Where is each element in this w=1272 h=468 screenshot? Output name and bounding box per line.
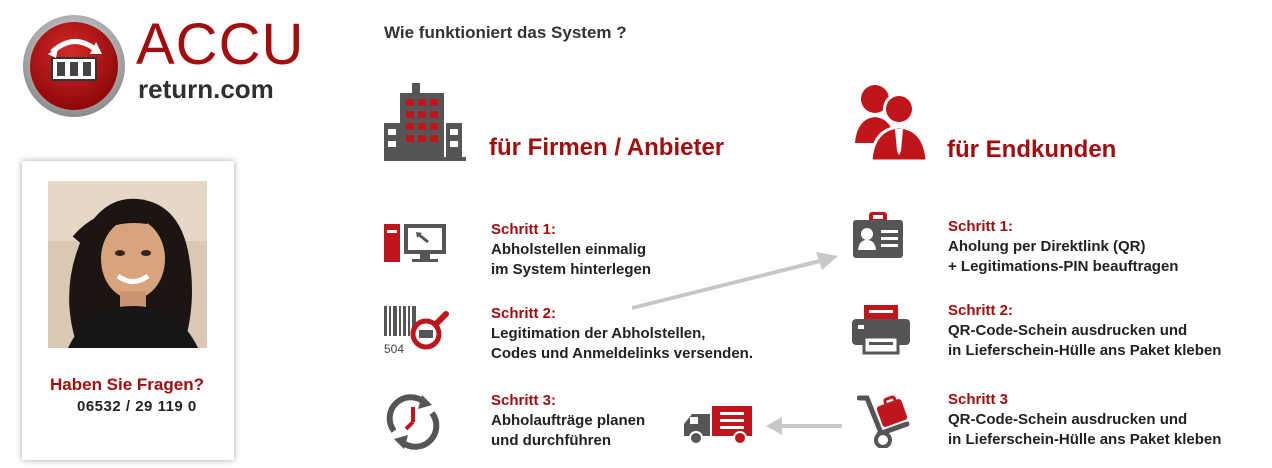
step-line: QR-Code-Schein ausdrucken und — [948, 411, 1188, 428]
computer-icon — [384, 222, 448, 264]
delivery-truck-icon — [684, 404, 754, 446]
step-line: im System hinterlegen — [491, 261, 652, 278]
building-icon — [384, 83, 466, 163]
logo-badge — [22, 14, 126, 118]
step-line: Abholstellen einmalig — [491, 241, 647, 258]
logo-domain-text: return.com — [138, 74, 274, 104]
barcode-number: 504 — [384, 342, 404, 356]
section-title-companies: für Firmen / Anbieter — [489, 134, 725, 161]
step-line: Codes und Anmeldelinks versenden. — [491, 345, 754, 362]
hand-truck-icon — [857, 394, 913, 448]
contact-question: Haben Sie Fragen? — [50, 375, 204, 394]
page-title: Wie funktioniert das System ? — [384, 23, 627, 42]
contact-phone[interactable]: 06532 / 29 119 0 — [77, 398, 197, 415]
flow-arrow-left — [764, 414, 844, 438]
business-people-icon — [853, 81, 929, 163]
logo-brand-text: ACCU — [136, 12, 305, 77]
customer-step-2: Schritt 2: QR-Code-Schein ausdrucken und… — [948, 301, 1221, 361]
step-title: Schritt 2: — [491, 305, 557, 322]
step-title: Schritt 2: — [948, 302, 1014, 319]
step-line: + Legitimations-PIN beauftragen — [948, 258, 1179, 275]
logo-recycle-icon — [23, 15, 125, 117]
company-step-1: Schritt 1: Abholstellen einmalig im Syst… — [491, 220, 651, 280]
step-line: Aholung per Direktlink (QR) — [948, 238, 1146, 255]
step-line: Abholaufträge planen — [491, 412, 646, 429]
printer-icon — [852, 305, 910, 355]
customer-step-1: Schritt 1: Aholung per Direktlink (QR) +… — [948, 217, 1178, 277]
step-line: Legitimation der Abholstellen, — [491, 325, 706, 342]
company-step-3: Schritt 3: Abholaufträge planen und durc… — [491, 391, 645, 451]
customer-step-3: Schritt 3 QR-Code-Schein ausdrucken und … — [948, 390, 1221, 450]
contact-photo — [48, 181, 207, 348]
step-line: in Lieferschein-Hülle ans Paket kleben — [948, 431, 1222, 448]
barcode-magnifier-icon: 504 — [384, 304, 450, 356]
company-step-2: Schritt 2: Legitimation der Abholstellen… — [491, 304, 753, 364]
step-title: Schritt 3 — [948, 391, 1009, 408]
step-line: in Lieferschein-Hülle ans Paket kleben — [948, 342, 1222, 359]
step-title: Schritt 3: — [491, 392, 557, 409]
step-line: und durchführen — [491, 432, 611, 449]
flow-arrow-diagonal — [628, 250, 842, 312]
clock-cycle-icon — [384, 393, 442, 451]
id-card-icon — [853, 212, 903, 260]
step-line: QR-Code-Schein ausdrucken und — [948, 322, 1188, 339]
step-title: Schritt 1: — [948, 218, 1014, 235]
step-title: Schritt 1: — [491, 221, 557, 238]
section-title-customers: für Endkunden — [947, 136, 1117, 163]
